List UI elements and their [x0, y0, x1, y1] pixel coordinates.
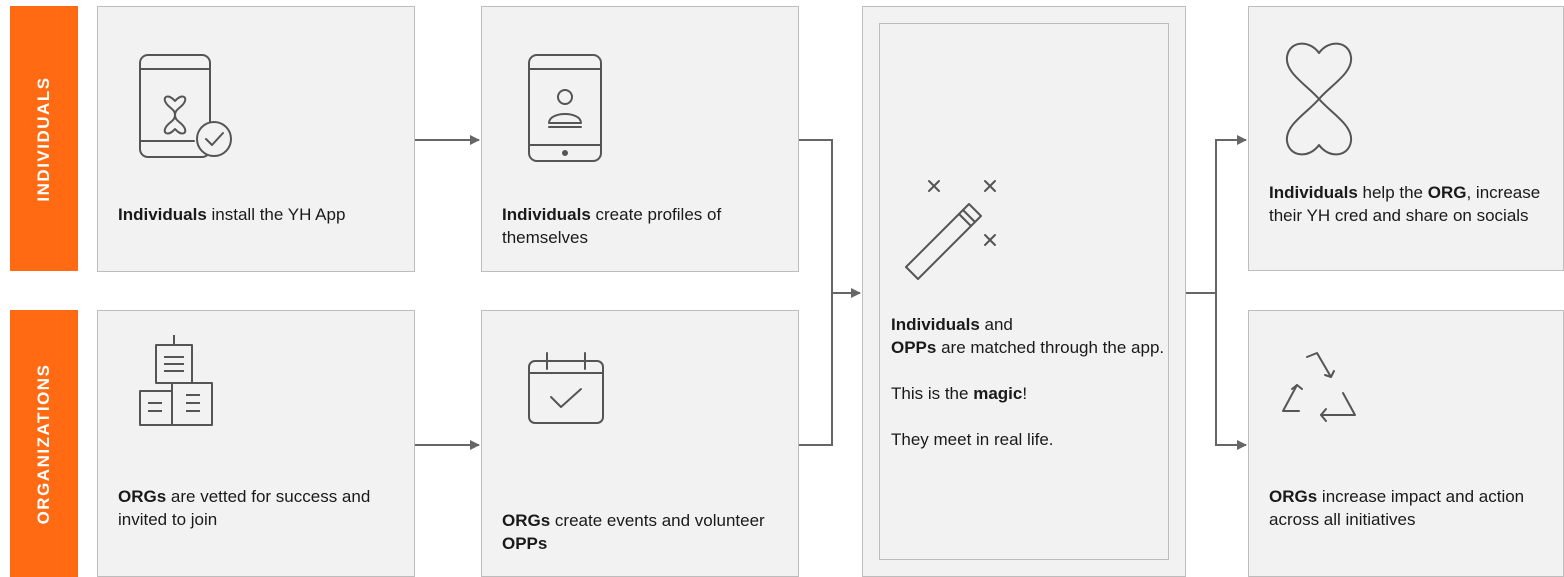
step-magic-match: Individuals and OPPs are matched through…	[862, 6, 1186, 577]
arrow-magic-to-help	[1215, 135, 1247, 293]
step-vetted-text: ORGs are vetted for success and invited …	[118, 487, 371, 529]
phone-heart-check-icon	[139, 54, 232, 158]
magic-wand-icon	[905, 180, 996, 280]
outcome-help-text: Individuals help the ORG, increase their…	[1269, 183, 1541, 225]
heart-infinity-icon	[1285, 42, 1353, 156]
individuals-tag: INDIVIDUALS	[10, 6, 78, 271]
outcome-impact-text: ORGs increase impact and action across a…	[1269, 487, 1525, 529]
organizations-tag: ORGANIZATIONS	[10, 310, 78, 577]
step-profile-text: Individuals create profiles of themselve…	[502, 205, 722, 247]
connector-profile-merge	[799, 139, 833, 446]
phone-profile-icon	[528, 54, 602, 162]
step-install-text: Individuals install the YH App	[118, 205, 346, 224]
calendar-check-icon	[528, 352, 604, 424]
step-install-app: Individuals install the YH App	[97, 6, 415, 272]
step-orgs-create-events: ORGs create events and volunteer OPPs	[481, 310, 799, 577]
outcome-orgs-impact: ORGs increase impact and action across a…	[1248, 310, 1564, 577]
step-events-text: ORGs create events and volunteer OPPs	[502, 511, 765, 553]
magic-inner-frame	[879, 23, 1169, 560]
buildings-icon	[139, 335, 213, 426]
recycle-icon	[1282, 352, 1356, 422]
outcome-individuals-help: Individuals help the ORG, increase their…	[1248, 6, 1564, 271]
arrow-magic-to-impact	[1215, 293, 1247, 450]
magic-text: Individuals and OPPs are matched through…	[891, 315, 1165, 449]
step-create-profile: Individuals create profiles of themselve…	[481, 6, 799, 272]
